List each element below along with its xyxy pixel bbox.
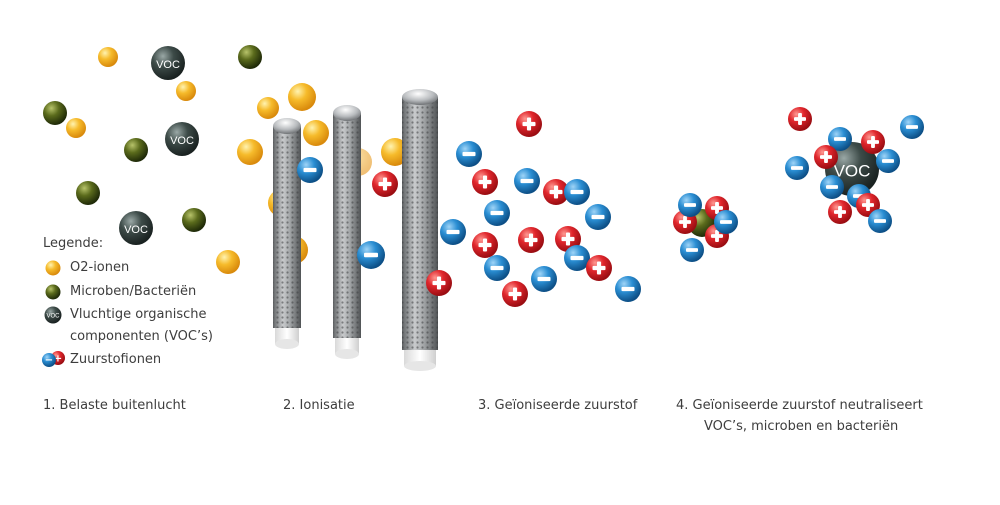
legend-label-oxygen: O2-ionen [70, 260, 130, 275]
negative-ion-particle [828, 127, 852, 151]
voc-particle-label: VOC [124, 224, 148, 236]
microbe-particle [238, 45, 262, 69]
voc-particle-label: VOC [156, 59, 180, 71]
negative-ion-particle [680, 238, 704, 262]
legend-minus-sign: − [45, 355, 53, 366]
negative-ion-particle [564, 179, 590, 205]
oxygen-ion-particle [98, 47, 118, 67]
voc-particle: VOC [151, 46, 185, 80]
negative-ion-particle [484, 200, 510, 226]
legend-label-microbe: Microben/Bacteriën [70, 284, 197, 299]
positive-ion-particle [586, 255, 612, 281]
positive-ion-particle [543, 179, 569, 205]
negative-ion-particle [785, 156, 809, 180]
step-1-label: 1. Belaste buitenlucht [43, 398, 186, 413]
oxygen-ion-icon [45, 260, 61, 276]
ionisation-tube [273, 118, 301, 349]
voc-particle-label: VOC [834, 162, 871, 181]
negative-ion-particle [678, 193, 702, 217]
positive-ion-particle [502, 281, 528, 307]
oxygen-ion-particle [237, 139, 263, 165]
positive-ion-particle [861, 130, 885, 154]
negative-ion-particle [564, 245, 590, 271]
positive-ion-particle [472, 232, 498, 258]
microbe-icon [45, 284, 61, 300]
legend-title: Legende: [43, 236, 104, 251]
negative-ion-particle [531, 266, 557, 292]
oxygen-ions-pair-icon: + − [42, 351, 65, 367]
voc-particle: VOC [165, 122, 199, 156]
step-4-label-line1: 4. Geïoniseerde zuurstof neutraliseert [676, 398, 923, 413]
microbe-particle [124, 138, 148, 162]
legend-plus-sign: + [54, 354, 62, 365]
oxygen-ion-particle [216, 250, 240, 274]
negative-ion-particle [876, 149, 900, 173]
oxygen-ion-particle [288, 83, 316, 111]
positive-ion-particle [426, 270, 452, 296]
negative-ion-particle [456, 141, 482, 167]
negative-ion-particle [585, 204, 611, 230]
positive-ion-particle [518, 227, 544, 253]
voc-particle: VOC [119, 211, 153, 245]
voc-particle-label: VOC [170, 135, 194, 147]
positive-ion-particle [828, 200, 852, 224]
legend-label-ions: Zuurstofionen [70, 352, 162, 367]
positive-ion-particle [788, 107, 812, 131]
step-4-label-line2: VOC’s, microben en bacteriën [704, 419, 899, 434]
step-2-label: 2. Ionisatie [283, 398, 355, 413]
oxygen-ion-particle [176, 81, 196, 101]
negative-ion-particle [900, 115, 924, 139]
legend-label-voc-line1: Vluchtige organische [70, 307, 207, 322]
negative-ion-particle [868, 209, 892, 233]
positive-ion-particle [814, 145, 838, 169]
microbe-particle [43, 101, 67, 125]
positive-ion-particle [472, 169, 498, 195]
oxygen-ion-particle [66, 118, 86, 138]
oxygen-ion-particle [303, 120, 329, 146]
oxygen-ion-particle [257, 97, 279, 119]
voc-icon-text: VOC [46, 314, 60, 320]
ionisation-tube [402, 89, 438, 371]
microbe-particle [182, 208, 206, 232]
microbe-particle [76, 181, 100, 205]
negative-ion-particle [297, 157, 323, 183]
negative-ion-particle [357, 241, 385, 269]
positive-ion-particle [372, 171, 398, 197]
ionisation-tube [333, 105, 361, 359]
negative-ion-particle [820, 175, 844, 199]
negative-ion-particle [714, 210, 738, 234]
step-3-label: 3. Geïoniseerde zuurstof [478, 398, 638, 413]
voc-icon: VOC [44, 306, 62, 324]
negative-ion-particle [514, 168, 540, 194]
positive-ion-particle [516, 111, 542, 137]
negative-ion-particle [440, 219, 466, 245]
negative-ion-particle [484, 255, 510, 281]
legend-label-voc-line2: componenten (VOC’s) [70, 329, 213, 344]
negative-ion-particle [615, 276, 641, 302]
